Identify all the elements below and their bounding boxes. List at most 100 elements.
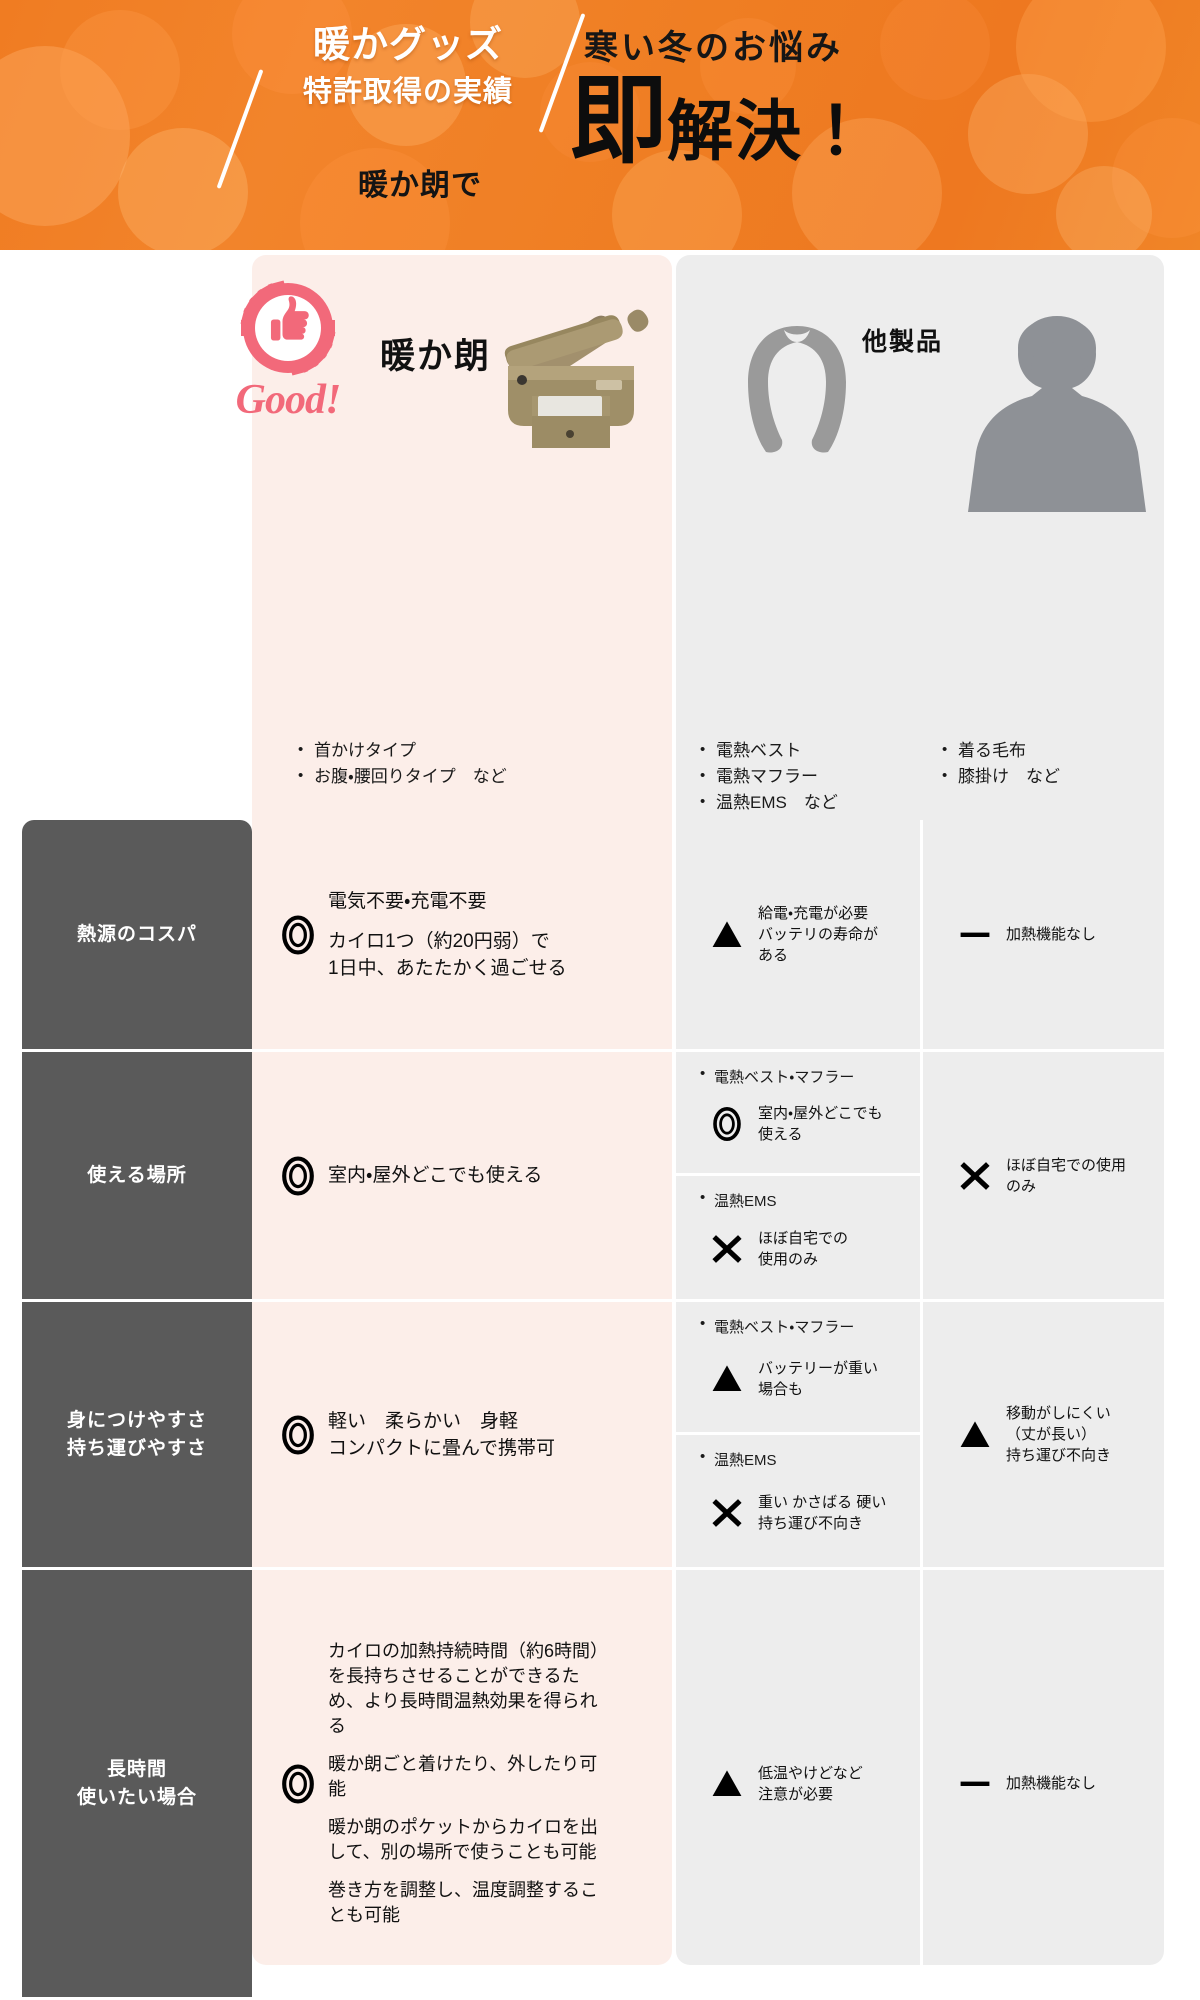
category-label-3: 身につけやすさ持ち運びやすさ [22, 1302, 252, 1567]
double-circle-icon [282, 914, 314, 955]
other1-rating-mark [696, 915, 758, 955]
ours-cell-line: 巻き方を調整し、温度調整することも可能 [328, 1880, 598, 1925]
other2-rating-mark [944, 915, 1006, 955]
good-badge: Good! [218, 280, 358, 430]
banner-left-heading: 暖かグッズ 特許取得の実績 [258, 22, 558, 112]
category-label-4: 長時間使いたい場合 [22, 1570, 252, 1997]
ours-rating-mark [252, 912, 328, 958]
table-row: 長時間使いたい場合カイロの加熱持続時間（約6時間）を長持ちさせることができるため… [0, 1570, 1200, 2000]
cross-icon [712, 1235, 742, 1264]
other2-cell-text: ほぼ自宅での使用のみ [1006, 1156, 1127, 1195]
double-circle-icon [282, 1763, 314, 1804]
other1-cell-text: ほぼ自宅での使用のみ [758, 1230, 849, 1269]
list-item: 温熱EMS など [698, 789, 838, 816]
triangle-icon [960, 1420, 990, 1447]
other2-cell-2: ほぼ自宅での使用のみ [924, 1052, 1164, 1299]
ours-column-title: 暖か朗 [380, 337, 492, 376]
row-divider [22, 1299, 1164, 1302]
slash-left-decor [216, 69, 264, 189]
double-circle-icon [713, 1107, 741, 1142]
other1-rating-mark [696, 1764, 758, 1804]
other-columns-divider [920, 820, 923, 1049]
other-columns-divider [920, 1052, 923, 1299]
cell-divider [676, 1431, 920, 1435]
list-item: 着る毛布 [940, 737, 1060, 764]
triangle-icon [712, 1769, 742, 1796]
dash-icon [960, 932, 990, 937]
other2-cell-4: 加熱機能なし [924, 1570, 1164, 1997]
other1-cell-text: 給電・充電が必要バッテリの寿命がある [758, 905, 879, 964]
table-row: 使える場所室内・屋外どこでも使える電熱ベスト・マフラー室内・屋外どこでも使える温… [0, 1052, 1200, 1302]
list-item: 首かけタイプ [296, 737, 507, 764]
banner-right-mid-word: 解決！ [667, 94, 871, 168]
row-divider [22, 1997, 1164, 2000]
ours-rating-mark [252, 1761, 328, 1807]
banner-right-big-word: 即 [570, 66, 667, 175]
comparison-board: Good! 暖か朗 他製品 首かけタイプ [0, 250, 1200, 2000]
triangle-icon [712, 920, 742, 947]
ours-type-list: 首かけタイプ お腹・腰回りタイプ など [296, 737, 507, 790]
other1-rating-mark [696, 1493, 758, 1533]
row-divider [22, 1049, 1164, 1052]
ours-cell-line: 暖か朗ごと着けたり、外したり可能 [328, 1754, 598, 1799]
ours-cell-4: カイロの加熱持続時間（約6時間）を長持ちさせることができるため、より長時間温熱効… [252, 1570, 672, 1997]
row-divider [22, 1567, 1164, 1570]
other2-cell-text: 加熱機能なし [1006, 926, 1097, 943]
other1-cell-text: 室内・屋外どこでも使える [758, 1105, 883, 1144]
list-item: お腹・腰回りタイプ など [296, 763, 507, 790]
ours-cell-line: 電気不要・充電不要 [328, 890, 487, 912]
ours-cell-text: カイロの加熱持続時間（約6時間）を長持ちさせることができるため、より長時間温熱効… [328, 1639, 608, 1928]
list-item: 電熱マフラー [698, 763, 838, 790]
ours-rating-mark [252, 1153, 328, 1199]
other-column-title: 他製品 [862, 328, 944, 356]
double-circle-icon [282, 1414, 314, 1455]
sub-product-label: 電熱ベスト・マフラー [698, 1065, 854, 1087]
cross-icon [960, 1161, 990, 1190]
other2-type-list: 着る毛布 膝掛け など [940, 737, 1060, 790]
ours-cell-text: 軽い 柔らかい 身軽コンパクトに畳んで携帯可 [328, 1408, 555, 1462]
banner-left-line2: 特許取得の実績 [302, 76, 513, 108]
sub-product-label: 温熱EMS [698, 1448, 777, 1470]
other1-cell-text: 重い かさばる 硬い持ち運び不向き [758, 1493, 887, 1532]
other1-cell-4: 低温やけどなど注意が必要 [676, 1570, 920, 1997]
ours-cell-line: 軽い 柔らかい 身軽コンパクトに畳んで携帯可 [328, 1410, 556, 1459]
other1-rating-mark [696, 1359, 758, 1399]
ours-column-panel [252, 255, 672, 1965]
sub-product-label: 電熱ベスト・マフラー [698, 1315, 854, 1337]
ours-cell-text: 室内・屋外どこでも使える [328, 1162, 542, 1189]
other2-rating-mark [944, 1764, 1006, 1804]
banner-left-line1: 暖かグッズ [313, 24, 503, 65]
thumbs-up-icon [240, 280, 336, 376]
other2-rating-mark [944, 1156, 1006, 1196]
list-item: 膝掛け など [940, 763, 1060, 790]
ours-cell-3: 軽い 柔らかい 身軽コンパクトに畳んで携帯可 [252, 1302, 672, 1567]
other2-cell-text: 加熱機能なし [1006, 1775, 1097, 1792]
triangle-icon [712, 1365, 742, 1391]
double-circle-icon [282, 1155, 314, 1196]
category-label-1: 熱源のコスパ [22, 820, 252, 1049]
other1-cell-text: 低温やけどなど注意が必要 [758, 1764, 863, 1803]
banner-right-heading: 寒い冬のお悩み 即解決！ [560, 20, 1160, 181]
other-columns-divider [920, 1570, 923, 1997]
dash-icon [960, 1781, 990, 1786]
other1-rating-mark [696, 1104, 758, 1144]
banner-brand-line: 暖か朗で [358, 169, 482, 202]
other1-cell-1: 給電・充電が必要バッテリの寿命がある [676, 820, 920, 1049]
other2-cell-3: 移動がしにくい（丈が長い）持ち運び不向き [924, 1302, 1164, 1567]
other-columns-divider [920, 1302, 923, 1567]
sub-product-label: 温熱EMS [698, 1189, 777, 1211]
neck-warmer-silhouette-icon [748, 326, 846, 453]
other2-rating-mark [944, 1415, 1006, 1455]
other1-rating-mark [696, 1229, 758, 1269]
banner-right-line2: 即解決！ [560, 71, 1160, 181]
other1-type-list: 電熱ベスト 電熱マフラー 温熱EMS など [698, 737, 838, 816]
cross-icon [712, 1498, 742, 1527]
